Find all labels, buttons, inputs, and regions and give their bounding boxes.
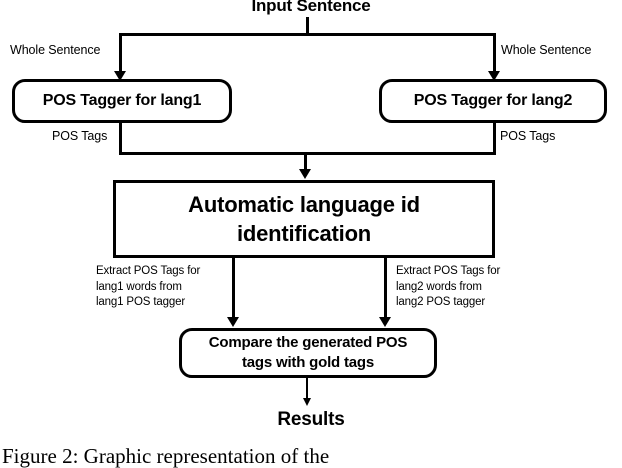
connector-input-stem [306, 17, 309, 34]
node-pos-tagger-lang1[interactable]: POS Tagger for lang1 [12, 79, 232, 123]
edge-label-extract-left: Extract POS Tags for lang1 words from la… [96, 264, 200, 311]
connector-tagger2-stem [493, 123, 496, 155]
arrowhead-extract-left [227, 317, 239, 327]
input-sentence-title: Input Sentence [251, 0, 371, 15]
node-pos-tagger-lang2-label: POS Tagger for lang2 [413, 92, 573, 109]
connector-tagger1-stem [119, 123, 122, 155]
figure-caption: Figure 2: Graphic representation of the [2, 444, 330, 468]
connector-results-stem [306, 378, 308, 400]
connector-language-id-drop [304, 152, 307, 172]
connector-extract-left [232, 258, 235, 320]
edge-label-extract-left-line1: Extract POS Tags for [96, 265, 201, 277]
connector-extract-right [384, 258, 387, 320]
node-automatic-language-id[interactable]: Automatic language id identification [113, 180, 495, 258]
edge-label-extract-right-line2: lang2 words from [396, 280, 482, 293]
connector-input-left-drop [119, 33, 122, 73]
connector-input-right-drop [493, 33, 496, 73]
arrowhead-input-right [488, 71, 500, 81]
connector-tagger-merge-bar [119, 152, 496, 155]
node-compare-tags[interactable]: Compare the generated POS tags with gold… [179, 328, 437, 378]
arrowhead-extract-right [379, 317, 391, 327]
edge-label-pos-tags-right: POS Tags [500, 129, 556, 143]
edge-label-whole-sentence-left: Whole Sentence [10, 43, 101, 57]
edge-label-whole-sentence-right: Whole Sentence [501, 43, 592, 57]
connector-input-split-bar [119, 33, 496, 36]
node-compare-tags-line2: tags with gold tags [241, 354, 375, 371]
edge-label-extract-right: Extract POS Tags for lang2 words from la… [396, 264, 500, 311]
results-title: Results [277, 409, 345, 430]
node-compare-tags-label: Compare the generated POS tags with gold… [208, 333, 408, 373]
arrowhead-results [303, 398, 311, 406]
edge-label-extract-left-line3: lang1 POS tagger [96, 296, 186, 308]
edge-label-extract-right-line1: Extract POS Tags for [396, 265, 501, 277]
arrowhead-input-left [114, 71, 126, 81]
node-compare-tags-line1: Compare the generated POS [208, 334, 408, 351]
edge-label-pos-tags-left: POS Tags [52, 129, 108, 143]
node-pos-tagger-lang1-label: POS Tagger for lang1 [42, 92, 202, 109]
node-automatic-language-id-label: Automatic language id identification [188, 190, 420, 248]
edge-label-extract-left-line2: lang1 words from [96, 280, 182, 293]
node-pos-tagger-lang2[interactable]: POS Tagger for lang2 [379, 79, 607, 123]
node-automatic-language-id-line2: identification [236, 221, 372, 246]
edge-label-extract-right-line3: lang2 POS tagger [396, 296, 486, 308]
arrowhead-language-id [299, 169, 311, 179]
node-automatic-language-id-line1: Automatic language id [188, 192, 420, 217]
